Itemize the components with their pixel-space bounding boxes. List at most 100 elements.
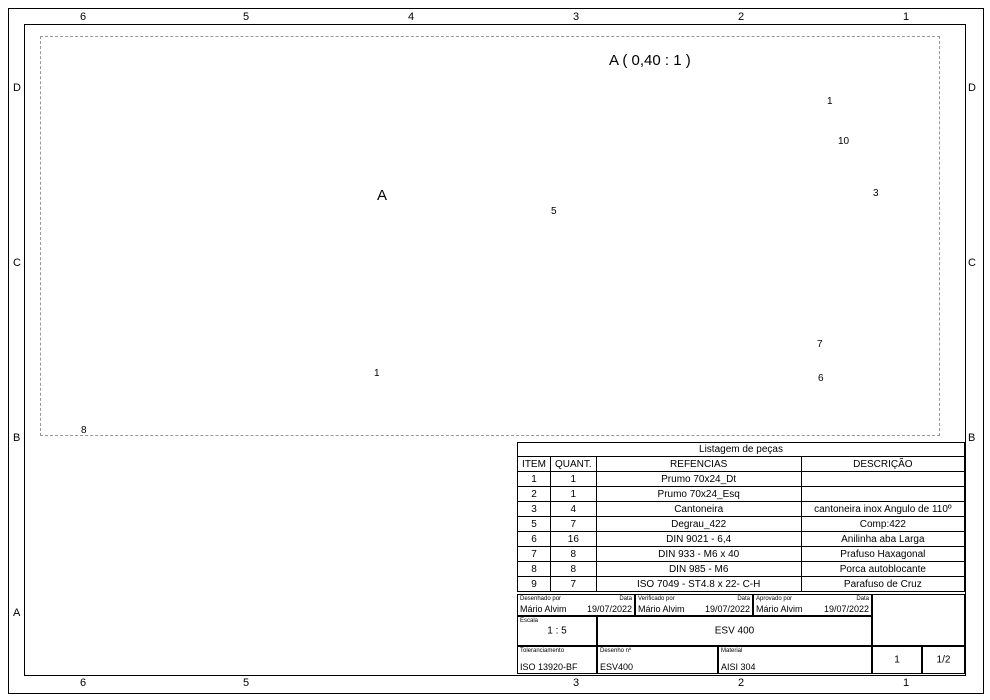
cell: 7 bbox=[550, 516, 597, 532]
zone-top-3: 3 bbox=[573, 11, 580, 23]
value: ISO 13920-BF bbox=[520, 662, 578, 672]
cell: DIN 933 - M6 x 40 bbox=[595, 546, 802, 562]
value: Mário Alvim bbox=[520, 604, 567, 614]
zone-bottom-2: 2 bbox=[738, 677, 745, 689]
drawing-frame bbox=[24, 24, 966, 676]
cell: 6 bbox=[517, 531, 551, 547]
label: Aprovado por bbox=[756, 596, 793, 602]
parts-list-title: Listagem de peças bbox=[517, 442, 965, 457]
tb-logo-area bbox=[872, 594, 965, 646]
cell: 3 bbox=[517, 501, 551, 517]
label: Data bbox=[737, 596, 750, 602]
zone-left-d: D bbox=[13, 82, 21, 94]
zone-bottom-3: 3 bbox=[573, 677, 580, 689]
label: Desenhado por bbox=[520, 596, 562, 602]
tb-drawn-by: Desenhado por Data Mário Alvim 19/07/202… bbox=[517, 594, 635, 616]
cell: 16 bbox=[550, 531, 597, 547]
balloon-1-detail: 1 bbox=[827, 96, 833, 107]
cell: 4 bbox=[550, 501, 597, 517]
label: Data bbox=[856, 596, 869, 602]
label: Desenho nº bbox=[600, 648, 632, 654]
cell: cantoneira inox Angulo de 110º bbox=[800, 501, 966, 517]
label: Toleranciamento bbox=[520, 648, 565, 654]
zone-top-5: 5 bbox=[243, 11, 250, 23]
cell: 1 bbox=[517, 471, 551, 487]
value: AISI 304 bbox=[721, 662, 756, 672]
zone-top-1: 1 bbox=[903, 11, 910, 23]
tb-checked-by: Verificado por Data Mário Alvim 19/07/20… bbox=[635, 594, 753, 616]
value: Mário Alvim bbox=[638, 604, 685, 614]
balloon-3: 3 bbox=[873, 188, 879, 199]
tb-material: Material AISI 304 bbox=[718, 646, 872, 674]
value: 19/07/2022 bbox=[823, 604, 869, 614]
label: Material bbox=[721, 648, 743, 654]
parts-list-table: Listagem de peças ITEM QUANT. REFENCIAS … bbox=[517, 442, 966, 592]
value: Mário Alvim bbox=[756, 604, 803, 614]
label: Data bbox=[619, 596, 632, 602]
zone-left-c: C bbox=[13, 257, 21, 269]
cell bbox=[800, 486, 966, 502]
value: 1 : 5 bbox=[547, 625, 567, 637]
tb-tolerance: Toleranciamento ISO 13920-BF bbox=[517, 646, 597, 674]
balloon-1-main: 1 bbox=[374, 368, 380, 379]
drawing-placeholder bbox=[40, 36, 940, 436]
cell: Prumo 70x24_Dt bbox=[595, 471, 802, 487]
detail-view-marker: A bbox=[377, 187, 388, 204]
value: ESV 400 bbox=[714, 625, 755, 637]
cell: Cantoneira bbox=[595, 501, 802, 517]
zone-right-d: D bbox=[968, 82, 976, 94]
zone-top-2: 2 bbox=[738, 11, 745, 23]
value: 1/2 bbox=[936, 654, 951, 666]
tb-sheet: 1 bbox=[872, 646, 922, 674]
zone-top-6: 6 bbox=[80, 11, 87, 23]
zone-bottom-1: 1 bbox=[903, 677, 910, 689]
cell: 5 bbox=[517, 516, 551, 532]
zone-bottom-6: 6 bbox=[80, 677, 87, 689]
zone-right-c: C bbox=[968, 257, 976, 269]
cell: DIN 985 - M6 bbox=[595, 561, 802, 577]
cell: Parafuso de Cruz bbox=[800, 576, 966, 592]
zone-top-4: 4 bbox=[408, 11, 415, 23]
value: 1 bbox=[894, 654, 900, 666]
cell: Anilinha aba Larga bbox=[800, 531, 966, 547]
cell: 7 bbox=[517, 546, 551, 562]
tb-approved-by: Aprovado por Data Mário Alvim 19/07/2022 bbox=[753, 594, 872, 616]
value: 19/07/2022 bbox=[586, 604, 632, 614]
detail-view-title: A ( 0,40 : 1 ) bbox=[609, 52, 691, 69]
cell: Degrau_422 bbox=[595, 516, 802, 532]
cell: 7 bbox=[550, 576, 597, 592]
tb-sheet-total: 1/2 bbox=[922, 646, 965, 674]
zone-left-a: A bbox=[13, 607, 21, 619]
cell bbox=[800, 471, 966, 487]
balloon-6: 6 bbox=[818, 373, 824, 384]
header-descricao: DESCRIÇÃO bbox=[800, 456, 966, 472]
balloon-7: 7 bbox=[817, 339, 823, 350]
cell: DIN 9021 - 6,4 bbox=[595, 531, 802, 547]
cell: Prafuso Haxagonal bbox=[800, 546, 966, 562]
cell: 8 bbox=[550, 546, 597, 562]
value: ESV400 bbox=[600, 662, 634, 672]
cell: ISO 7049 - ST4.8 x 22- C-H bbox=[595, 576, 802, 592]
outer-border bbox=[8, 8, 984, 694]
header-quant: QUANT. bbox=[550, 456, 597, 472]
balloon-5: 5 bbox=[551, 206, 557, 217]
cell: 8 bbox=[550, 561, 597, 577]
tb-drawing-no: Desenho nº ESV400 bbox=[597, 646, 718, 674]
label: Escala bbox=[520, 618, 539, 624]
balloon-10: 10 bbox=[838, 136, 850, 147]
cell: 9 bbox=[517, 576, 551, 592]
label: Verificado por bbox=[638, 596, 675, 602]
value: 19/07/2022 bbox=[704, 604, 750, 614]
zone-left-b: B bbox=[13, 432, 21, 444]
cell: 8 bbox=[517, 561, 551, 577]
header-item: ITEM bbox=[517, 456, 551, 472]
header-referencias: REFENCIAS bbox=[595, 456, 802, 472]
